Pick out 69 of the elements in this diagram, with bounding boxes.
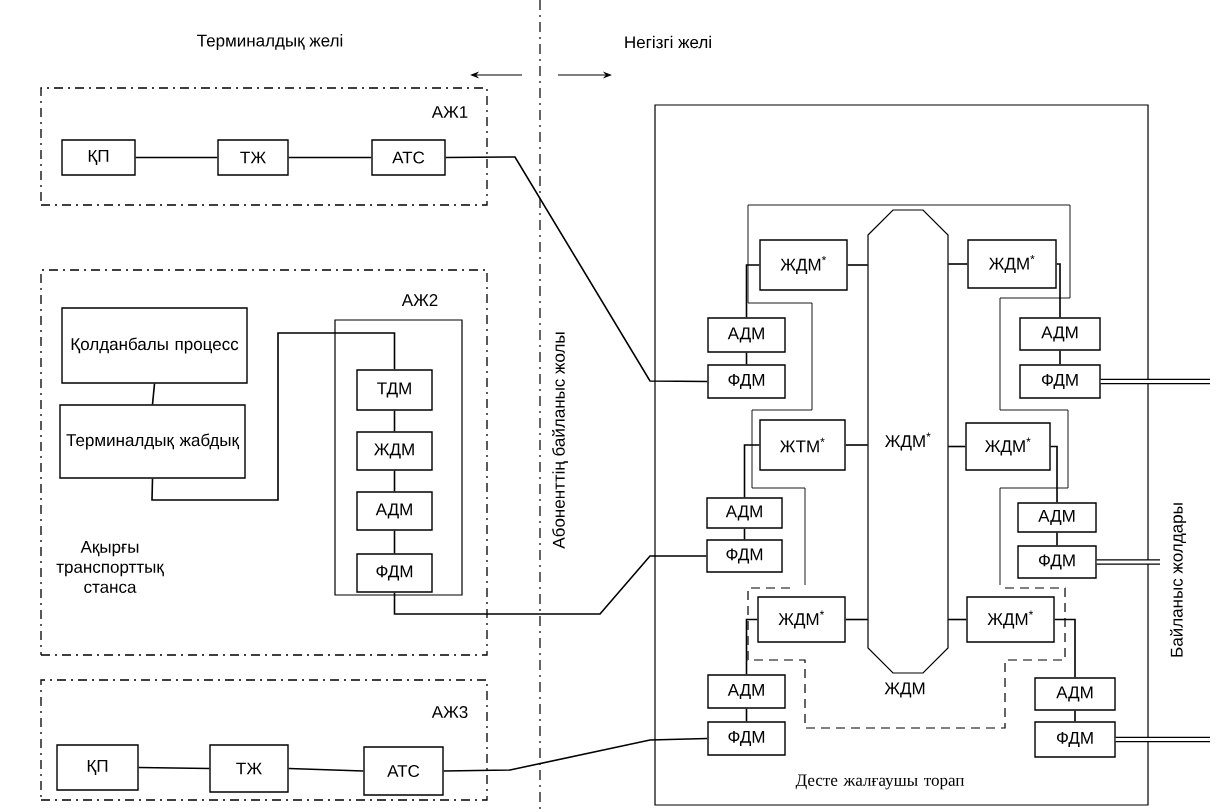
connection-line	[287, 156, 373, 159]
connection-line	[1096, 559, 1160, 565]
module-box: ЖТМ$^{*}$	[759, 419, 846, 471]
section-heading: Терминалдық желі	[197, 34, 343, 50]
equipment-box: Қолданбалы процесс	[61, 307, 248, 384]
connection-line	[151, 382, 156, 406]
section-heading: Негізгі желі	[625, 35, 711, 49]
connection-line	[444, 156, 709, 383]
connection-line	[1049, 445, 1058, 504]
connection-line	[844, 444, 869, 446]
connection-line	[745, 618, 759, 676]
connection-line	[393, 555, 708, 615]
module-box: ТЖ	[209, 744, 289, 793]
module-box: ЖДМ$^{*}$	[757, 596, 846, 643]
module-box: АДМ	[356, 491, 433, 531]
connection-line	[743, 444, 761, 499]
connection-line	[846, 264, 869, 266]
connection-line	[137, 766, 211, 770]
connection-line	[1115, 736, 1210, 743]
connection-line	[1100, 378, 1210, 385]
module-box: ЖДМ	[356, 431, 433, 471]
module-box: АДМ	[1034, 677, 1116, 711]
module-box: ҚП	[61, 139, 136, 176]
line-label: Байланыс жолдары	[1169, 503, 1187, 657]
module-box: ФДМ	[707, 364, 786, 399]
equipment-box: Терминалдық жабдық	[59, 404, 246, 479]
module-box: ФДМ	[356, 553, 433, 593]
module-box: АТС	[363, 746, 444, 796]
module-box: ФДМ	[706, 539, 783, 573]
connection-line	[745, 351, 748, 366]
connection-line	[393, 529, 396, 555]
module-box: АДМ	[707, 317, 786, 353]
module-box: ФДМ	[707, 721, 786, 756]
connection-line	[947, 263, 969, 265]
module-box: ЖДМ$^{*}$	[966, 596, 1055, 643]
module-box: ФДМ	[1034, 721, 1116, 758]
module-box: АДМ	[707, 674, 786, 709]
octagon-block: ЖДМ$^{*}$	[867, 209, 949, 674]
connection-line	[1059, 349, 1061, 366]
connection-line	[287, 767, 365, 772]
connection-line	[745, 264, 761, 319]
connection-line	[151, 332, 396, 501]
module-box: ЖДМ$^{*}$	[759, 239, 848, 291]
module-box: ЖДМ$^{*}$	[965, 422, 1051, 471]
connection-line	[1055, 263, 1061, 319]
connection-line	[1056, 531, 1058, 547]
connection-line	[1053, 618, 1076, 679]
module-box: ТДМ	[356, 369, 433, 411]
connection-line	[743, 527, 746, 541]
module-box: ТЖ	[217, 139, 289, 176]
connection-line	[393, 469, 396, 493]
module-box: ФДМ	[1017, 545, 1097, 579]
module-box: АДМ	[1017, 502, 1097, 533]
connection-line	[134, 156, 219, 159]
connection-line	[844, 618, 869, 621]
connection-line	[745, 707, 748, 723]
connection-line	[947, 618, 968, 621]
module-box: ФДМ	[1019, 364, 1101, 399]
module-box: ҚП	[56, 744, 139, 791]
module-frame	[334, 319, 463, 596]
module-box: АДМ	[1019, 317, 1101, 351]
connection-line	[393, 409, 396, 433]
connection-line	[442, 737, 709, 772]
connection-line	[1074, 709, 1076, 723]
module-box: АТС	[371, 139, 446, 176]
line-label: Абоненттің байланыс жолы	[552, 332, 568, 549]
connection-line	[947, 445, 967, 448]
module-box: ЖДМ$^{*}$	[967, 239, 1057, 289]
module-box: АДМ	[706, 497, 783, 529]
